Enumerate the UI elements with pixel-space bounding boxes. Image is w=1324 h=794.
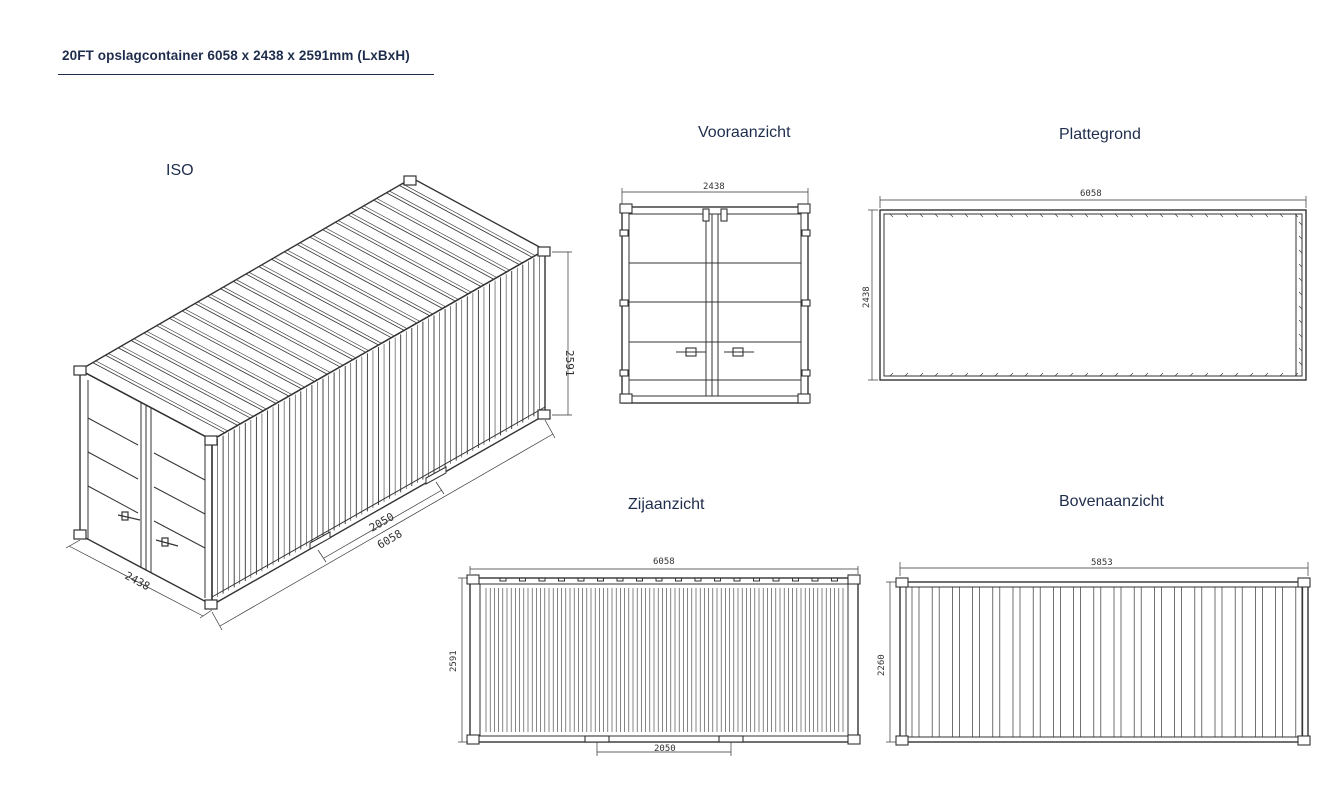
iso-roof <box>78 177 547 441</box>
side-dim-opening: 2050 <box>654 744 676 754</box>
plan-dim-width: 2438 <box>862 286 872 308</box>
plan-view-label: Plattegrond <box>1059 126 1141 143</box>
iso-dim-height: 2591 <box>563 350 576 377</box>
front-view-label: Vooraanzicht <box>698 124 791 141</box>
side-view <box>458 566 861 756</box>
plan-wall-ticks <box>889 213 1303 377</box>
side-view-corrugation <box>485 577 844 732</box>
front-dim-width: 2438 <box>703 182 725 192</box>
iso-roof-corrugation <box>92 183 536 434</box>
front-view <box>619 188 811 404</box>
side-dim-length: 6058 <box>653 557 675 567</box>
top-dim-length: 5853 <box>1091 558 1113 568</box>
plan-view <box>868 196 1307 381</box>
top-outline <box>899 581 1309 743</box>
iso-dim-width: 2438 <box>123 569 153 593</box>
iso-side-corrugation <box>217 255 540 597</box>
front-frame <box>621 206 809 404</box>
side-outline <box>469 577 859 743</box>
side-dim-height: 2591 <box>449 650 459 672</box>
top-view <box>886 562 1311 746</box>
plan-dim-length: 6058 <box>1080 189 1102 199</box>
iso-door-panels <box>87 380 206 598</box>
top-view-corrugation <box>911 587 1304 737</box>
side-view-label: Zijaanzicht <box>628 496 705 513</box>
page-title: 20FT opslagcontainer 6058 x 2438 x 2591m… <box>62 48 410 63</box>
title-underline <box>58 74 434 75</box>
iso-door-handles <box>117 511 179 547</box>
top-dim-width: 2260 <box>877 654 887 676</box>
iso-view <box>65 175 572 631</box>
plan-outline <box>879 209 1307 381</box>
iso-corner-castings <box>73 175 551 610</box>
iso-view-label: ISO <box>166 162 194 179</box>
top-view-label: Bovenaanzicht <box>1059 493 1164 510</box>
